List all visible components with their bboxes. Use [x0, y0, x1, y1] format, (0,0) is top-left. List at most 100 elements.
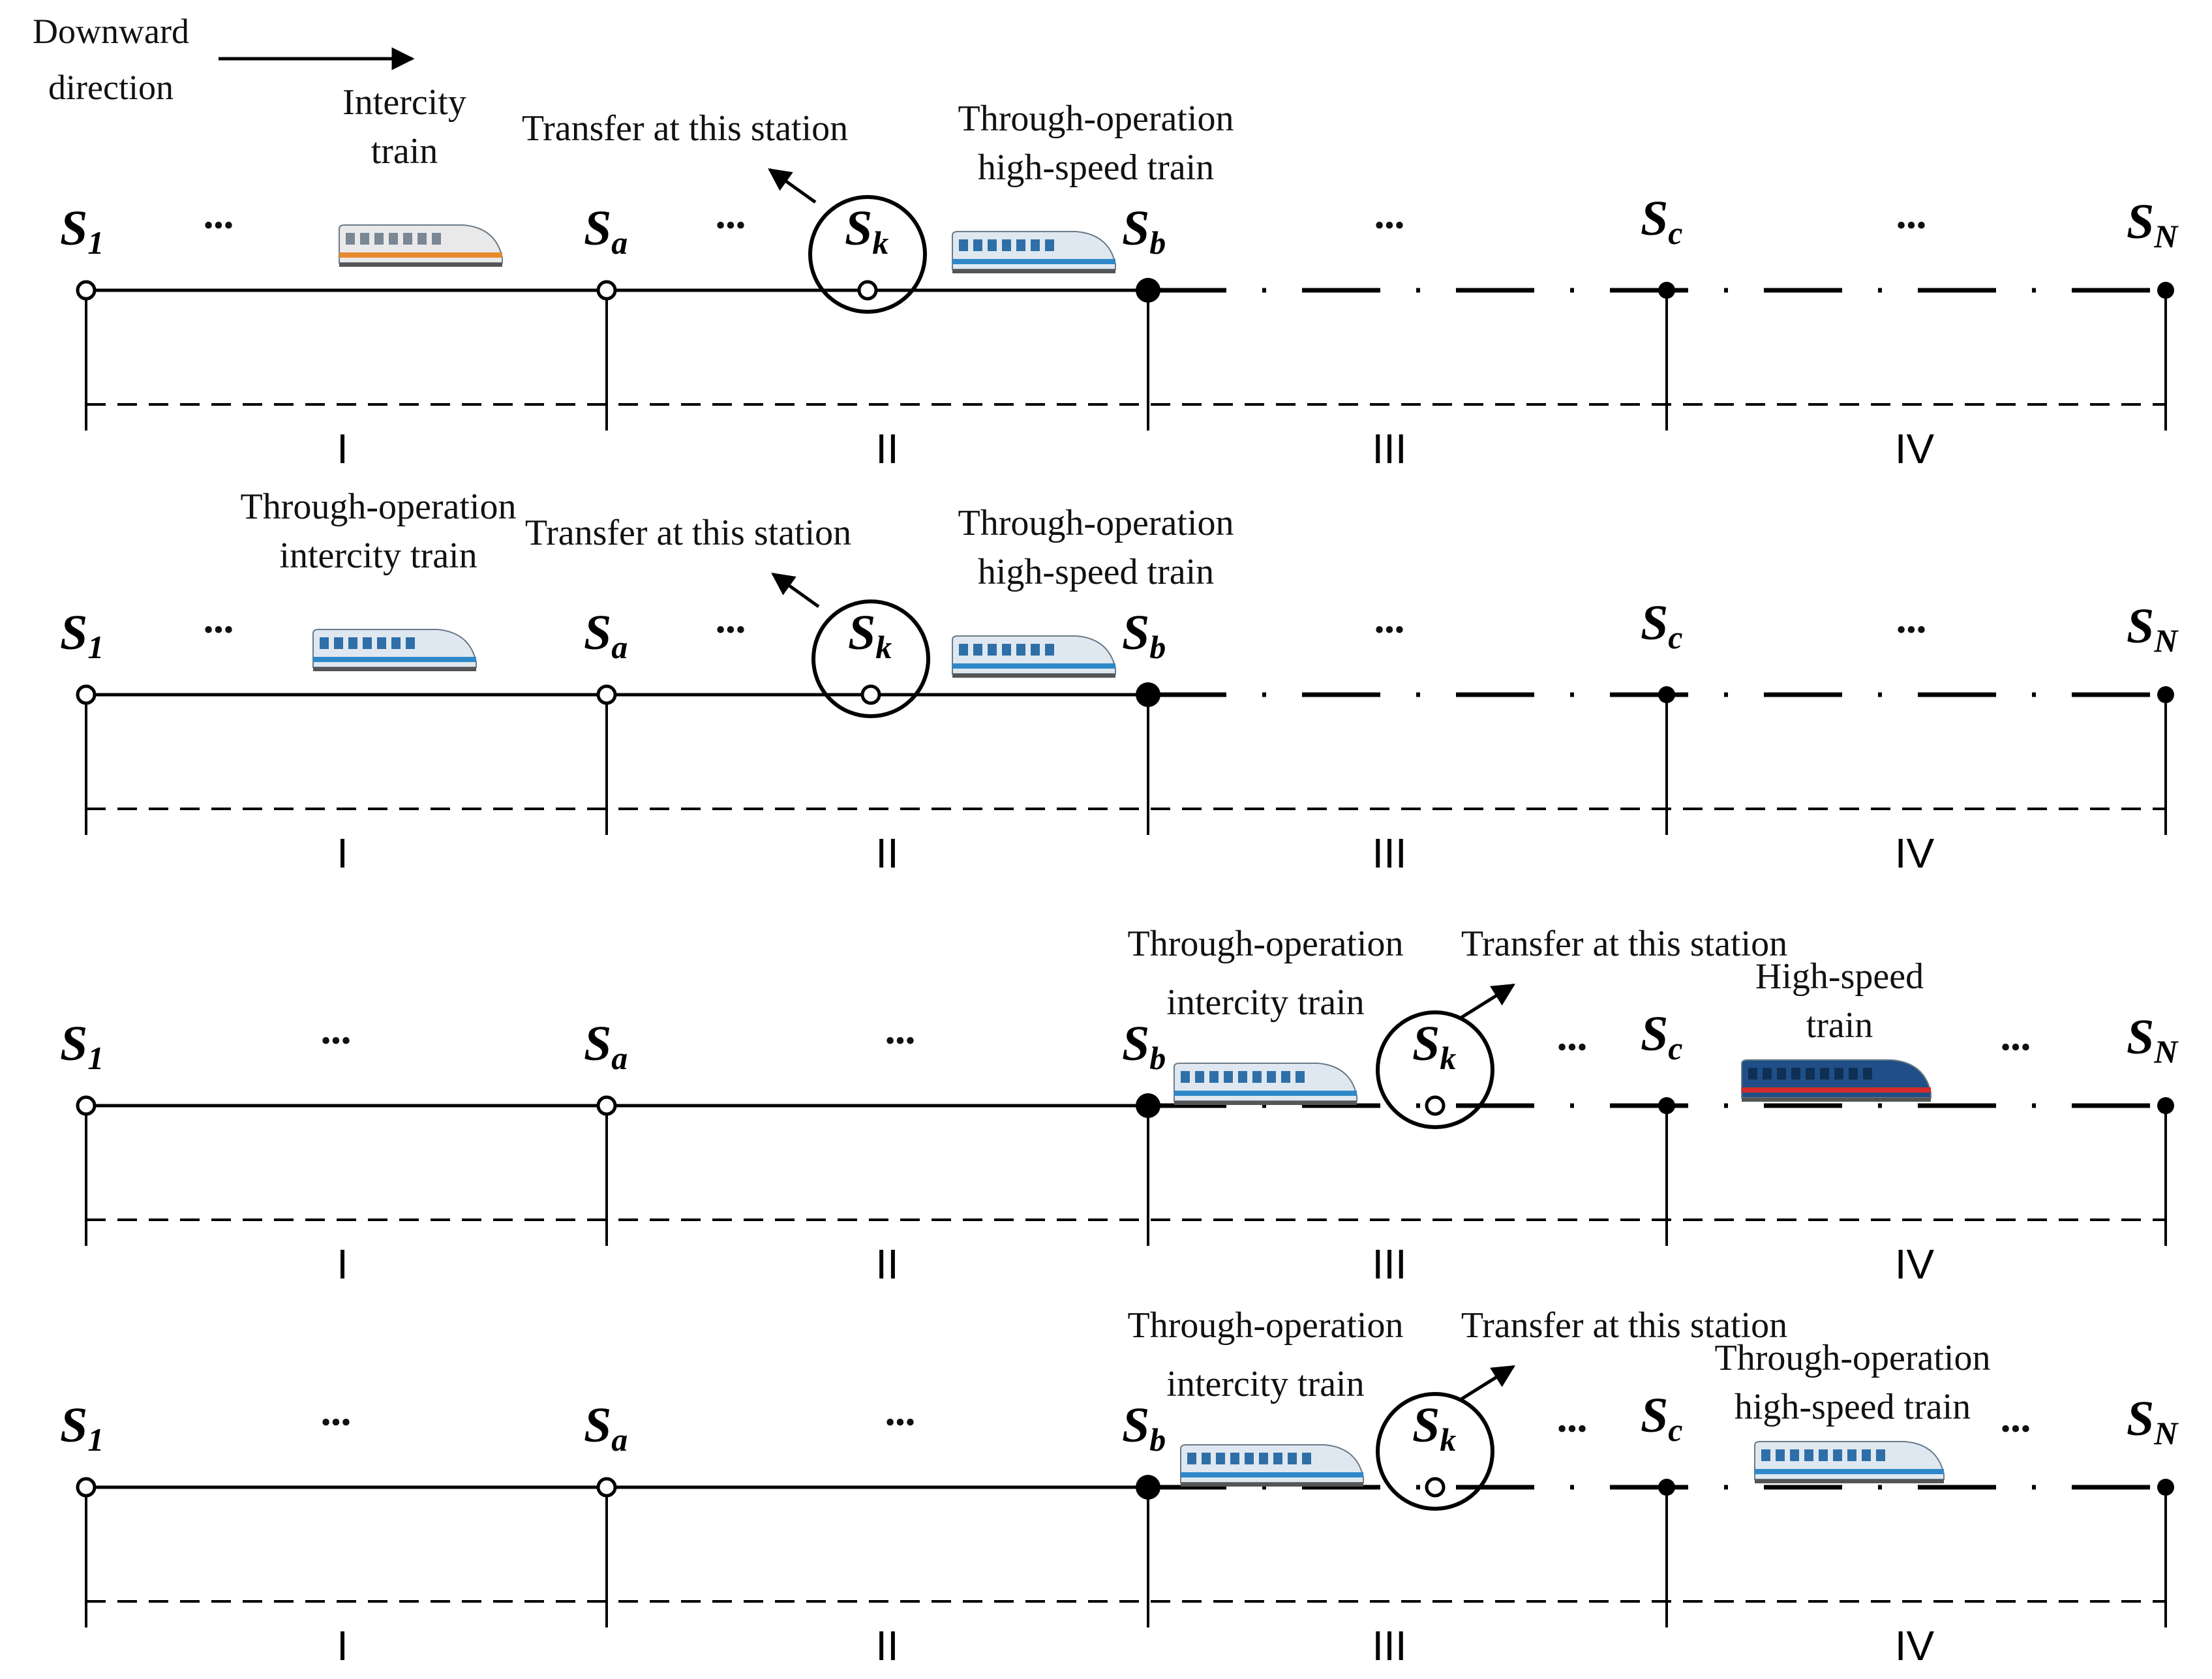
section-label-1: I	[337, 1622, 348, 1669]
station-letter: S	[584, 201, 611, 256]
ellipsis: •••	[1374, 614, 1404, 646]
station-name: Sc	[1641, 596, 1682, 656]
station-subscript: a	[611, 629, 628, 665]
station-label-s1: S1	[60, 605, 104, 665]
section-label-4: IV	[1895, 830, 1935, 877]
section-label-4: IV	[1895, 1241, 1935, 1288]
station-subscript: k	[875, 629, 892, 665]
train-window	[1302, 1453, 1311, 1464]
station-letter: S	[584, 1016, 611, 1071]
station-label-s1: S1	[60, 1016, 104, 1076]
station-name: S1	[60, 1398, 104, 1458]
high-speed-train-icon	[1754, 1441, 1945, 1483]
station-marker-sk	[860, 684, 881, 705]
ellipsis: •••	[2001, 1413, 2031, 1445]
station-letter: S	[60, 1398, 87, 1453]
train-window	[391, 637, 401, 649]
train-window	[403, 233, 412, 245]
train-window	[1202, 1453, 1211, 1464]
train-a-label-line2: train	[371, 131, 438, 172]
station-name: SN	[2127, 599, 2179, 659]
train-window	[1820, 1068, 1829, 1080]
train-bogie	[1174, 1101, 1357, 1105]
train-a-label-line2: intercity train	[279, 536, 477, 576]
train-stripe	[952, 663, 1115, 669]
train-window	[374, 233, 384, 245]
station-subscript: a	[611, 1040, 628, 1076]
train-stripe	[952, 259, 1115, 264]
train-window	[1216, 1453, 1225, 1464]
train-window	[1045, 644, 1054, 656]
station-name: SN	[2127, 194, 2179, 254]
station-letter: S	[584, 605, 611, 660]
train-window	[988, 644, 997, 656]
station-letter: S	[1641, 191, 1668, 246]
station-letter: S	[584, 1398, 611, 1453]
train-window	[1245, 1453, 1254, 1464]
station-letter: S	[1122, 1398, 1149, 1453]
station-label-sk: Sk	[848, 605, 892, 665]
train-window	[389, 233, 398, 245]
station-subscript: k	[872, 224, 888, 261]
station-label-s1: S1	[60, 1398, 104, 1458]
train-b-label-line2: train	[1806, 1005, 1873, 1046]
train-window	[1295, 1071, 1305, 1083]
station-subscript: 1	[87, 1421, 104, 1458]
train-window	[346, 233, 355, 245]
train-a-label-line1: Through-operation	[1128, 1305, 1404, 1346]
train-stripe	[1755, 1469, 1944, 1474]
station-name: Sa	[584, 1016, 628, 1076]
station-marker-sc	[1658, 282, 1675, 299]
train-window	[363, 637, 372, 649]
train-stripe	[1174, 1091, 1357, 1096]
station-name: S1	[60, 605, 104, 665]
train-window	[1849, 1068, 1858, 1080]
train-window	[1238, 1071, 1247, 1083]
transfer-circle	[1376, 1010, 1494, 1129]
ellipsis: •••	[204, 614, 234, 646]
train-a-label-line1: Intercity	[342, 82, 466, 123]
station-marker-sk	[1425, 1477, 1446, 1498]
station-marker-s1	[76, 1095, 97, 1116]
station-subscript: N	[2153, 1415, 2179, 1451]
train-window	[360, 233, 369, 245]
station-label-sk: Sk	[1412, 1016, 1456, 1076]
station-marker-sn	[2157, 282, 2174, 299]
ellipsis: •••	[204, 209, 234, 241]
transfer-label: Transfer at this station	[522, 108, 848, 149]
station-name: Sa	[584, 201, 628, 261]
train-window	[1777, 1068, 1786, 1080]
section-label-2: II	[875, 1241, 899, 1288]
station-marker-s1	[76, 1477, 97, 1498]
train-b-label-line1: High-speed	[1755, 956, 1924, 997]
ellipsis: •••	[1374, 209, 1404, 241]
section-label-3: III	[1372, 425, 1406, 472]
station-name: S1	[60, 1016, 104, 1076]
train-window	[973, 239, 982, 251]
station-subscript: b	[1149, 224, 1166, 261]
station-marker-s1	[76, 280, 97, 301]
train-bogie	[952, 674, 1115, 678]
station-label-sb: Sb	[1122, 1398, 1166, 1458]
station-letter: S	[2127, 194, 2154, 249]
station-marker-sb	[1136, 1093, 1160, 1118]
through-intercity-train-icon	[1180, 1444, 1364, 1487]
station-subscript: c	[1668, 619, 1682, 656]
transfer-circle	[1376, 1392, 1494, 1511]
train-window	[1209, 1071, 1219, 1083]
transfer-arrow	[768, 168, 817, 204]
station-label-sa: Sa	[584, 605, 628, 665]
transfer-arrow	[1460, 983, 1515, 1020]
station-subscript: c	[1668, 1412, 1682, 1448]
station-label-sn: SN	[2127, 1010, 2179, 1070]
section-label-2: II	[875, 425, 899, 472]
station-marker-sn	[2157, 686, 2174, 703]
train-window	[348, 637, 357, 649]
ellipsis: •••	[716, 209, 746, 241]
station-subscript: c	[1668, 215, 1682, 251]
train-b-label-line2: high-speed train	[978, 147, 1214, 188]
station-name: Sc	[1641, 1006, 1682, 1066]
train-window	[1806, 1068, 1815, 1080]
